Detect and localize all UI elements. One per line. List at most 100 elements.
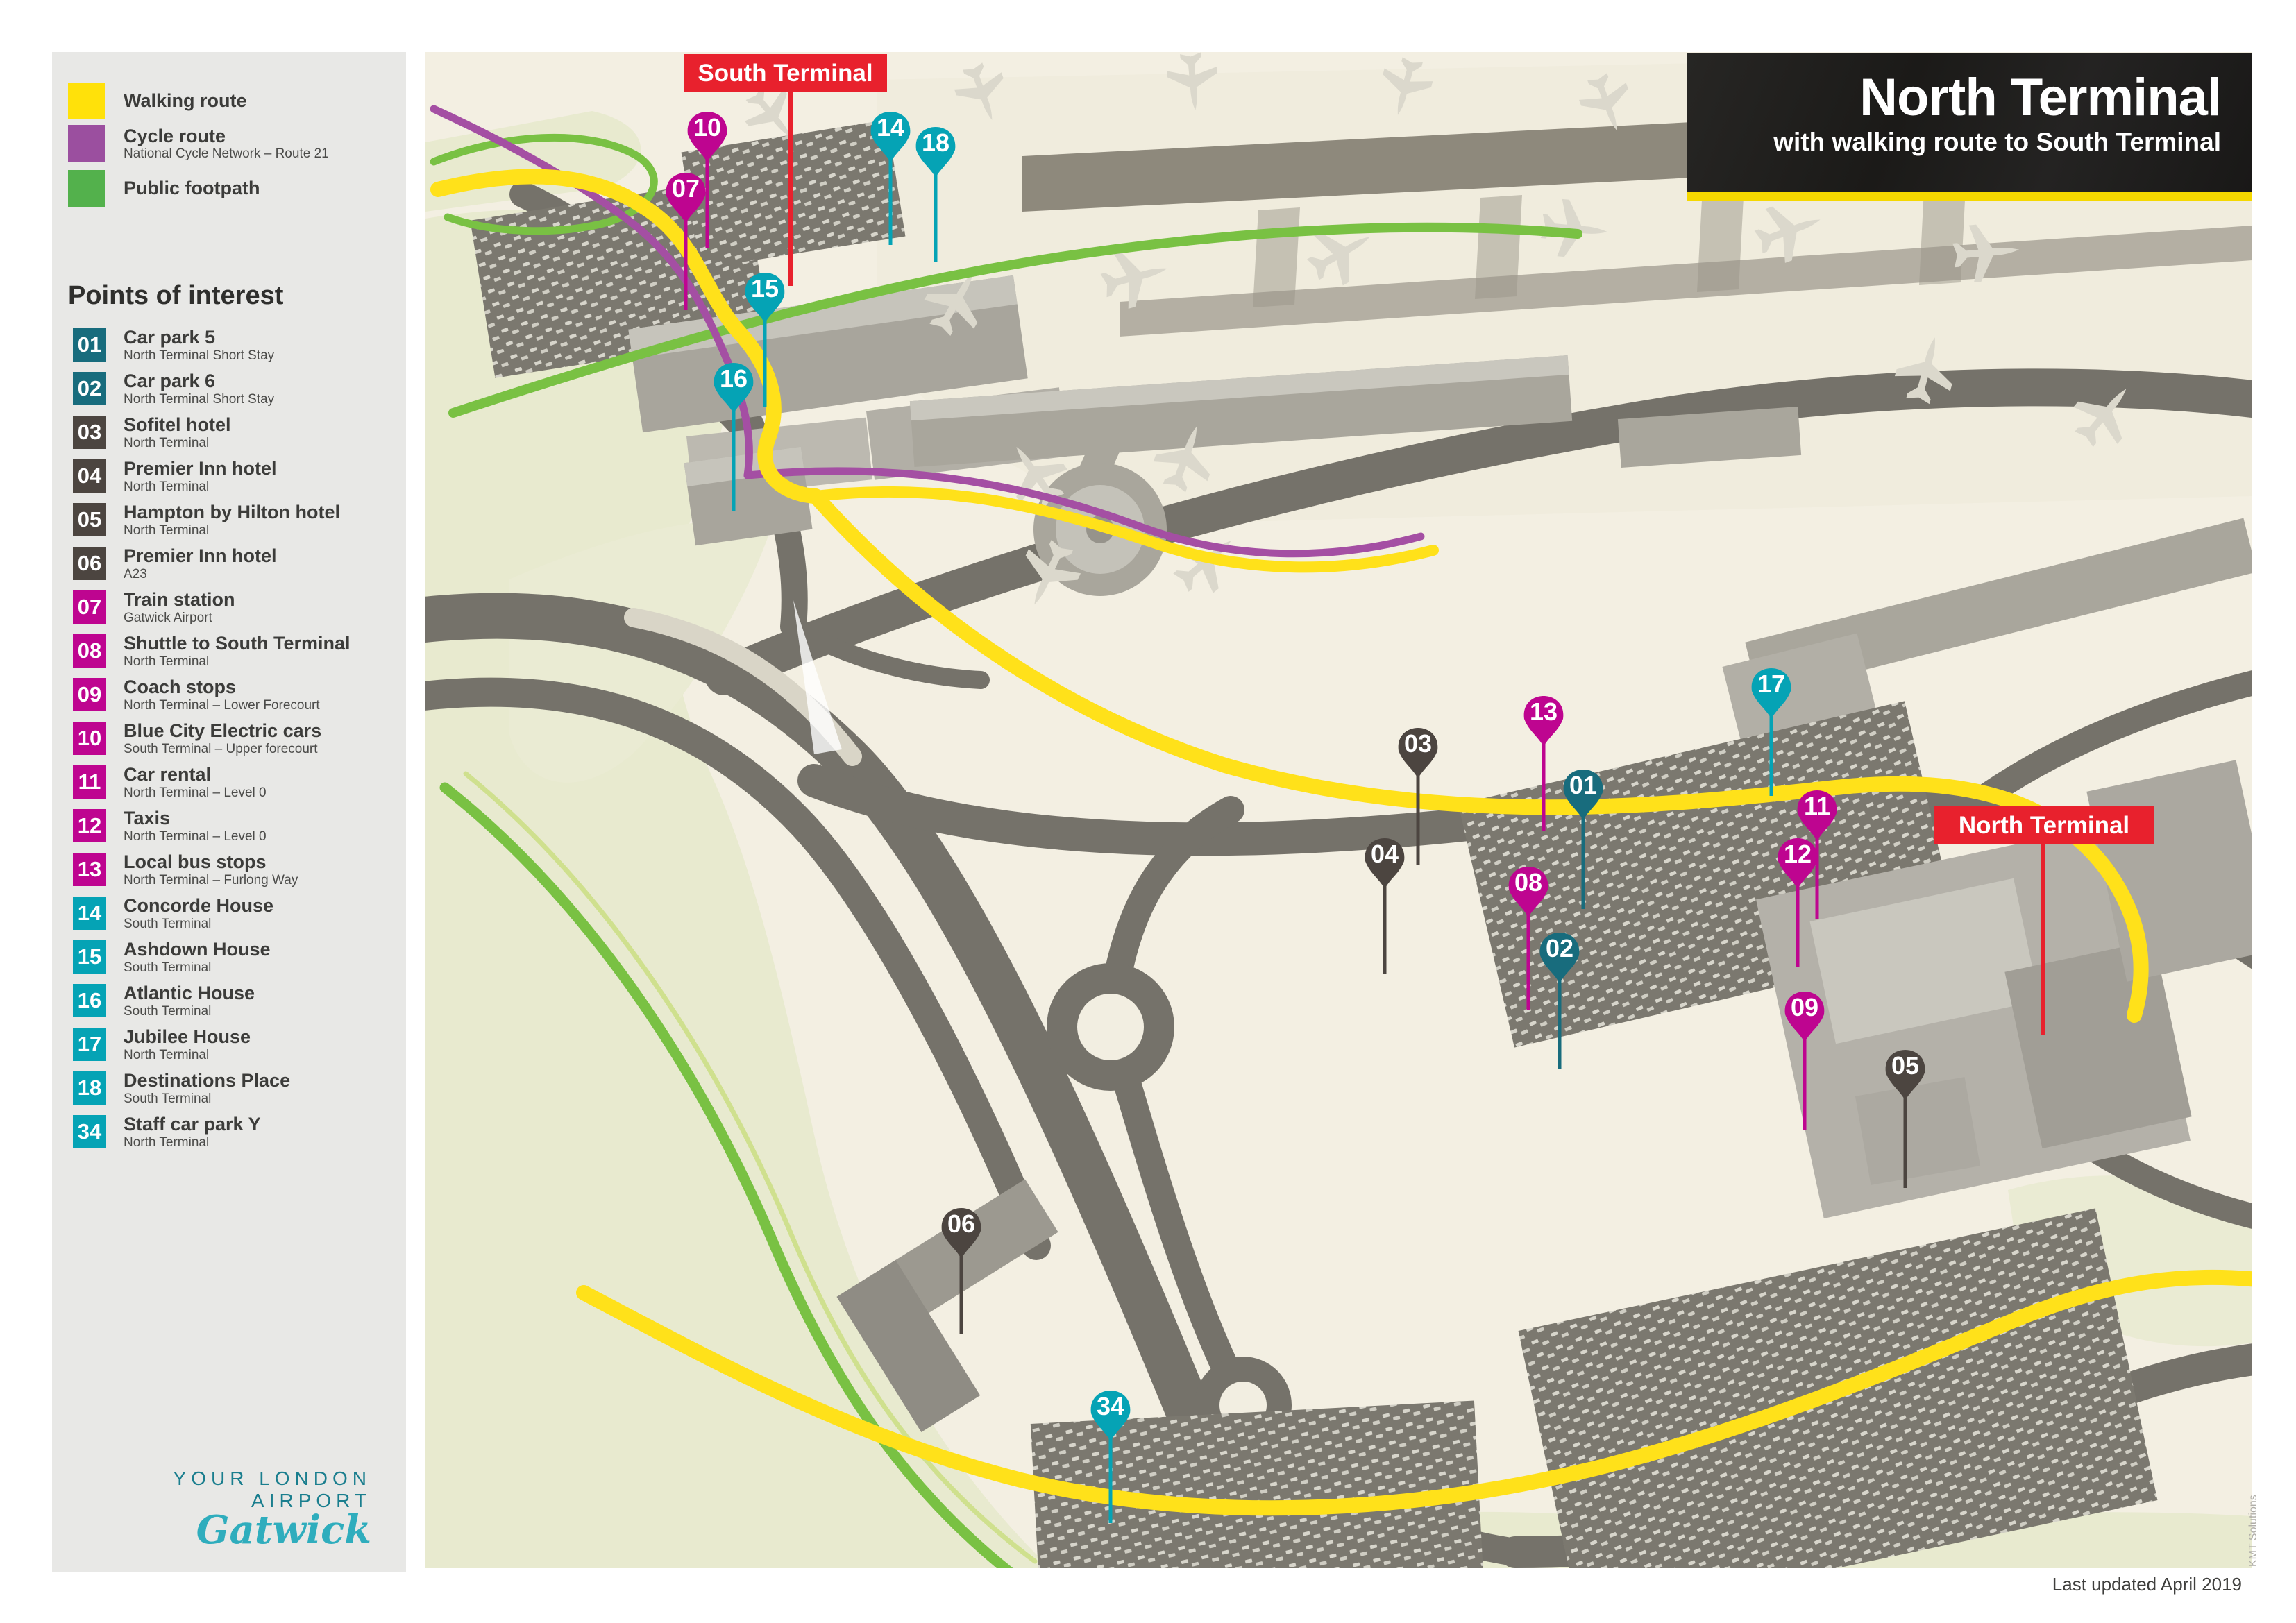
poi-title: Coach stops (124, 677, 237, 697)
map-pin-08: 08 (1508, 867, 1548, 1010)
last-updated-note: Last updated April 2019 (2052, 1574, 2242, 1595)
poi-number-badge: 03 (73, 416, 106, 449)
map-pin-17: 17 (1751, 668, 1791, 796)
svg-text:34: 34 (1097, 1392, 1124, 1420)
poi-subtitle: North Terminal (124, 479, 210, 494)
poi-number-badge: 07 (73, 590, 106, 624)
map-pin-03: 03 (1398, 728, 1438, 865)
map-pin-13: 13 (1523, 696, 1564, 831)
map-pin-14: 14 (870, 112, 911, 245)
poi-title: Destinations Place (124, 1070, 291, 1091)
map-pin-07: 07 (666, 173, 706, 310)
poi-number-badge: 05 (73, 503, 106, 536)
svg-text:15: 15 (751, 274, 779, 303)
banner-title: North Terminal (1859, 68, 2222, 127)
svg-text:01: 01 (1569, 771, 1597, 799)
legend-label: Cycle route (124, 126, 226, 146)
poi-subtitle: Gatwick Airport (124, 611, 212, 625)
svg-text:17: 17 (1757, 670, 1785, 698)
map-pin-11: 11 (1797, 790, 1837, 919)
logo-tagline: YOUR LONDON AIRPORT (173, 1468, 371, 1511)
poi-number-badge: 04 (73, 459, 106, 493)
map-pin-05: 05 (1885, 1050, 1925, 1188)
map-pin-18: 18 (915, 127, 956, 262)
svg-text:06: 06 (947, 1209, 975, 1238)
poi-title: Concorde House (124, 895, 274, 916)
svg-text:03: 03 (1404, 729, 1432, 758)
poi-number-badge: 02 (73, 372, 106, 405)
title-banner: North Terminal with walking route to Sou… (1687, 53, 2252, 201)
svg-text:10: 10 (693, 113, 721, 142)
poi-number-badge: 06 (73, 547, 106, 580)
poi-subtitle: North Terminal (124, 523, 210, 538)
poi-number-badge: 11 (73, 765, 106, 799)
poi-subtitle: North Terminal – Level 0 (124, 829, 267, 844)
poi-subtitle: North Terminal – Level 0 (124, 785, 267, 800)
map-pin-04: 04 (1365, 838, 1405, 974)
poi-title: Car rental (124, 764, 212, 785)
poi-heading: Points of interest (68, 281, 284, 310)
poi-title: Ashdown House (124, 939, 271, 960)
logo-wordmark: Gatwick (196, 1507, 371, 1553)
svg-text:14: 14 (877, 113, 904, 142)
poi-title: Premier Inn hotel (124, 545, 277, 566)
poi-subtitle: North Terminal – Furlong Way (124, 873, 298, 887)
poi-number-badge: 08 (73, 634, 106, 668)
poi-number-badge: 10 (73, 722, 106, 755)
map-pin-12: 12 (1778, 838, 1818, 967)
poi-number-badge: 09 (73, 678, 106, 711)
map-pin-10: 10 (687, 112, 727, 248)
poi-subtitle: North Terminal – Lower Forecourt (124, 698, 320, 713)
legend-label: Public footpath (124, 178, 260, 198)
poi-subtitle: North Terminal Short Stay (124, 392, 275, 407)
svg-text:05: 05 (1891, 1051, 1919, 1080)
poi-title: Car park 5 (124, 327, 216, 348)
legend-label: Walking route (124, 90, 247, 111)
poi-subtitle: A23 (124, 567, 147, 581)
south-terminal-leader-line (788, 90, 793, 286)
svg-text:11: 11 (1804, 792, 1830, 820)
poi-number-badge: 01 (73, 328, 106, 362)
poi-subtitle: North Terminal (124, 1135, 210, 1150)
poi-title: Staff car park Y (124, 1114, 261, 1135)
north-terminal-leader-line (2041, 843, 2045, 1035)
map-pin-09: 09 (1784, 992, 1825, 1130)
map-pin-15: 15 (745, 273, 785, 407)
map-pin-06: 06 (941, 1208, 981, 1334)
map-pin-02: 02 (1539, 933, 1580, 1069)
poi-title: Train station (124, 589, 235, 610)
poi-subtitle: North Terminal Short Stay (124, 348, 275, 363)
svg-text:07: 07 (672, 174, 700, 203)
legend-color-swatch (68, 83, 105, 119)
poi-title: Sofitel hotel (124, 414, 231, 435)
poi-title: Hampton by Hilton hotel (124, 502, 340, 522)
poi-number-badge: 12 (73, 809, 106, 842)
poi-number-badge: 15 (73, 940, 106, 974)
svg-text:13: 13 (1530, 697, 1558, 726)
poi-title: Premier Inn hotel (124, 458, 277, 479)
poi-number-badge: 16 (73, 984, 106, 1017)
poi-title: Atlantic House (124, 983, 255, 1003)
map-pin-34: 34 (1090, 1391, 1131, 1523)
poi-number-badge: 17 (73, 1028, 106, 1061)
map-pin-16: 16 (714, 363, 754, 511)
poi-subtitle: South Terminal – Upper forecourt (124, 742, 318, 756)
poi-title: Blue City Electric cars (124, 720, 322, 741)
poi-title: Car park 6 (124, 371, 216, 391)
legend-sublabel: National Cycle Network – Route 21 (124, 146, 329, 161)
svg-text:04: 04 (1371, 840, 1399, 868)
poi-subtitle: North Terminal (124, 1048, 210, 1062)
